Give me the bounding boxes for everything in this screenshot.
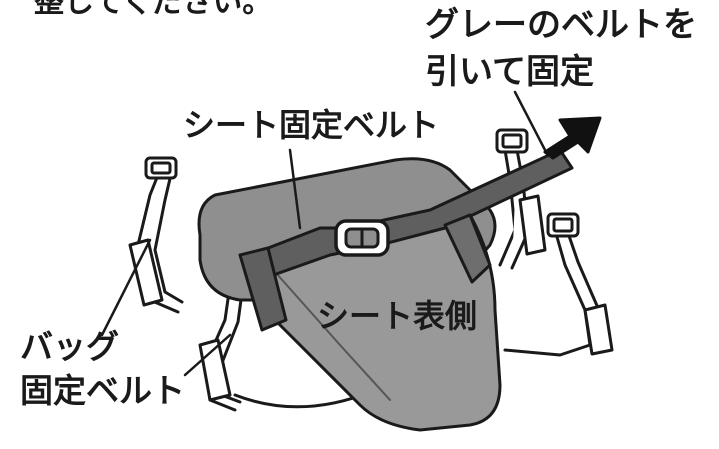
seat-belt-label: シート固定ベルト: [183, 106, 440, 144]
pull-gray-belt-label-1: グレーのベルトを: [425, 5, 697, 45]
pull-arrow-icon: [543, 116, 602, 160]
bag-belt-label-1: バッグ: [20, 327, 119, 366]
pull-gray-belt-label-2: 引いて固定: [425, 52, 594, 92]
bag-belt-label-2: 固定ベルト: [20, 371, 185, 410]
leader-lines: [100, 90, 547, 377]
instruction-cut-text: 整してください。: [34, 0, 273, 20]
buckle-icon: [334, 219, 390, 257]
seat-front-label: シート表側: [317, 297, 478, 335]
left-bag-strap: [128, 156, 372, 412]
